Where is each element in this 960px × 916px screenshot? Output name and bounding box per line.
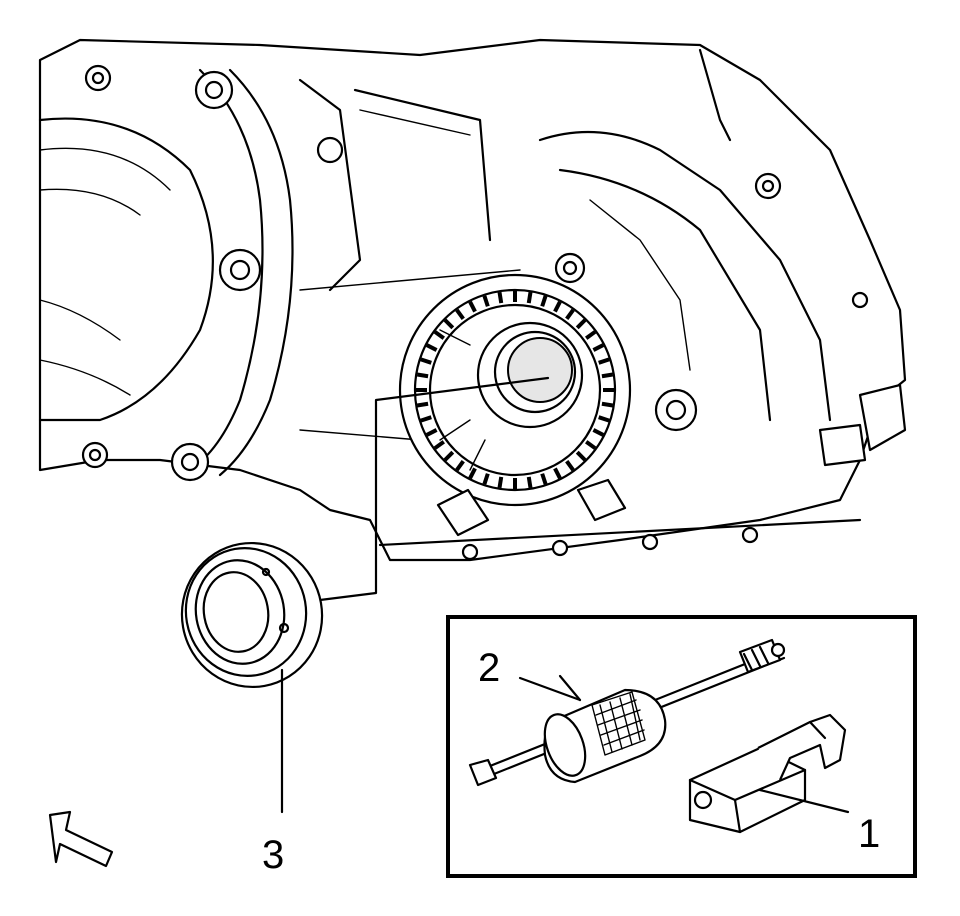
reluctor-tooth [540,295,548,307]
housing-bolt [554,252,586,284]
reluctor-tooth [585,440,597,450]
flange-bolt [316,136,344,164]
reluctor-ring-teeth [416,291,614,489]
reluctor-tooth [482,473,490,485]
callout-label-2: 2 [478,646,501,690]
reluctor-tooth [416,401,429,408]
flange-bolt [170,442,210,482]
axle-shaft-seal [180,541,324,814]
reluctor-tooth [433,330,445,340]
reluctor-tooth [497,291,504,304]
reluctor-tooth [575,318,587,330]
flange-bolt [84,64,112,92]
reluctor-tooth [497,476,504,489]
reluctor-tooth [553,300,562,313]
reluctor-tooth [482,295,490,307]
transmission-housing [38,38,907,562]
housing-bolt [754,172,782,200]
direction-arrow-icon [48,810,114,868]
reluctor-tooth [565,460,575,472]
seal-remover-adapter [688,713,850,834]
reluctor-tooth [526,291,533,304]
reluctor-tooth [592,343,605,352]
reluctor-tooth [592,428,605,437]
reluctor-tooth [601,372,614,379]
leader-line-seal [318,376,550,602]
callout-label-3: 3 [262,833,285,877]
slide-hammer-tool [468,638,786,787]
special-tools-inset [446,615,917,878]
flange-bolt [218,248,262,292]
flange-bolt [81,441,109,469]
reluctor-tooth [455,460,465,472]
reluctor-tooth [420,415,432,423]
reluctor-tooth [443,450,455,462]
reluctor-tooth [526,476,533,489]
reluctor-tooth [601,401,614,408]
reluctor-tooth [416,372,429,379]
flange-bolt [194,70,234,110]
reluctor-tooth [425,343,438,352]
reluctor-tooth [598,357,610,365]
reluctor-tooth [455,308,465,320]
reluctor-tooth [433,440,445,450]
housing-bolt [654,388,698,432]
seal-bore [398,273,632,537]
reluctor-tooth [468,300,477,313]
reluctor-tooth [598,415,610,423]
reluctor-tooth [425,428,438,437]
reluctor-tooth [585,330,597,340]
callout-label-1: 1 [858,812,881,856]
reluctor-tooth [553,467,562,480]
reluctor-tooth [565,308,575,320]
reluctor-tooth [468,467,477,480]
reluctor-tooth [540,473,548,485]
reluctor-tooth [420,357,432,365]
reluctor-tooth [575,450,587,462]
reluctor-tooth [443,318,455,330]
